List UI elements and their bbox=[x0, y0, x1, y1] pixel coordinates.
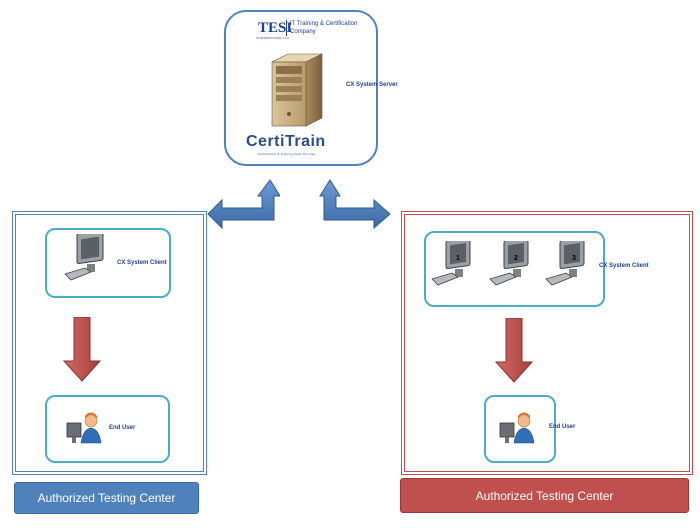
client-number-1: 1 bbox=[456, 255, 460, 262]
right-down-arrow bbox=[494, 318, 534, 383]
computer-icon bbox=[64, 234, 104, 281]
right-client-label: CX System Client bbox=[599, 263, 649, 269]
left-client-box: CX System Client bbox=[45, 228, 171, 298]
left-user-label: End User bbox=[109, 425, 136, 431]
server-label: CX System Server bbox=[346, 82, 398, 88]
client-number-2: 2 bbox=[514, 255, 518, 262]
right-connection-arrow bbox=[319, 179, 391, 230]
certitrain-tagline: Certification & Training Tools Provider bbox=[258, 152, 316, 156]
left-connection-arrow bbox=[207, 179, 280, 230]
computer-icon-3 bbox=[545, 241, 585, 286]
tesi-tagline: IT Training & Certification Company bbox=[286, 20, 376, 36]
right-clients-box: 1 2 3 bbox=[424, 231, 605, 307]
end-user-icon bbox=[66, 412, 102, 444]
server-box: TESI INTERNATIONAL LLC IT Training & Cer… bbox=[224, 10, 398, 166]
right-user-box bbox=[484, 395, 556, 463]
left-client-label: CX System Client bbox=[117, 260, 167, 266]
tesi-logo: TESI bbox=[258, 20, 293, 36]
left-user-box: End User bbox=[45, 395, 170, 463]
computer-icon-1 bbox=[431, 241, 471, 286]
computer-icon-2 bbox=[489, 241, 529, 286]
right-user-label: End User bbox=[549, 424, 576, 430]
end-user-icon bbox=[499, 412, 535, 444]
certitrain-logo: CertiTrain bbox=[246, 133, 326, 150]
left-down-arrow bbox=[62, 317, 102, 382]
tesi-logo-subtext: INTERNATIONAL LLC bbox=[256, 36, 290, 40]
server-tower-icon bbox=[271, 53, 323, 127]
left-center-title: Authorized Testing Center bbox=[14, 482, 199, 514]
client-number-3: 3 bbox=[572, 255, 576, 262]
right-center-title: Authorized Testing Center bbox=[400, 478, 689, 513]
